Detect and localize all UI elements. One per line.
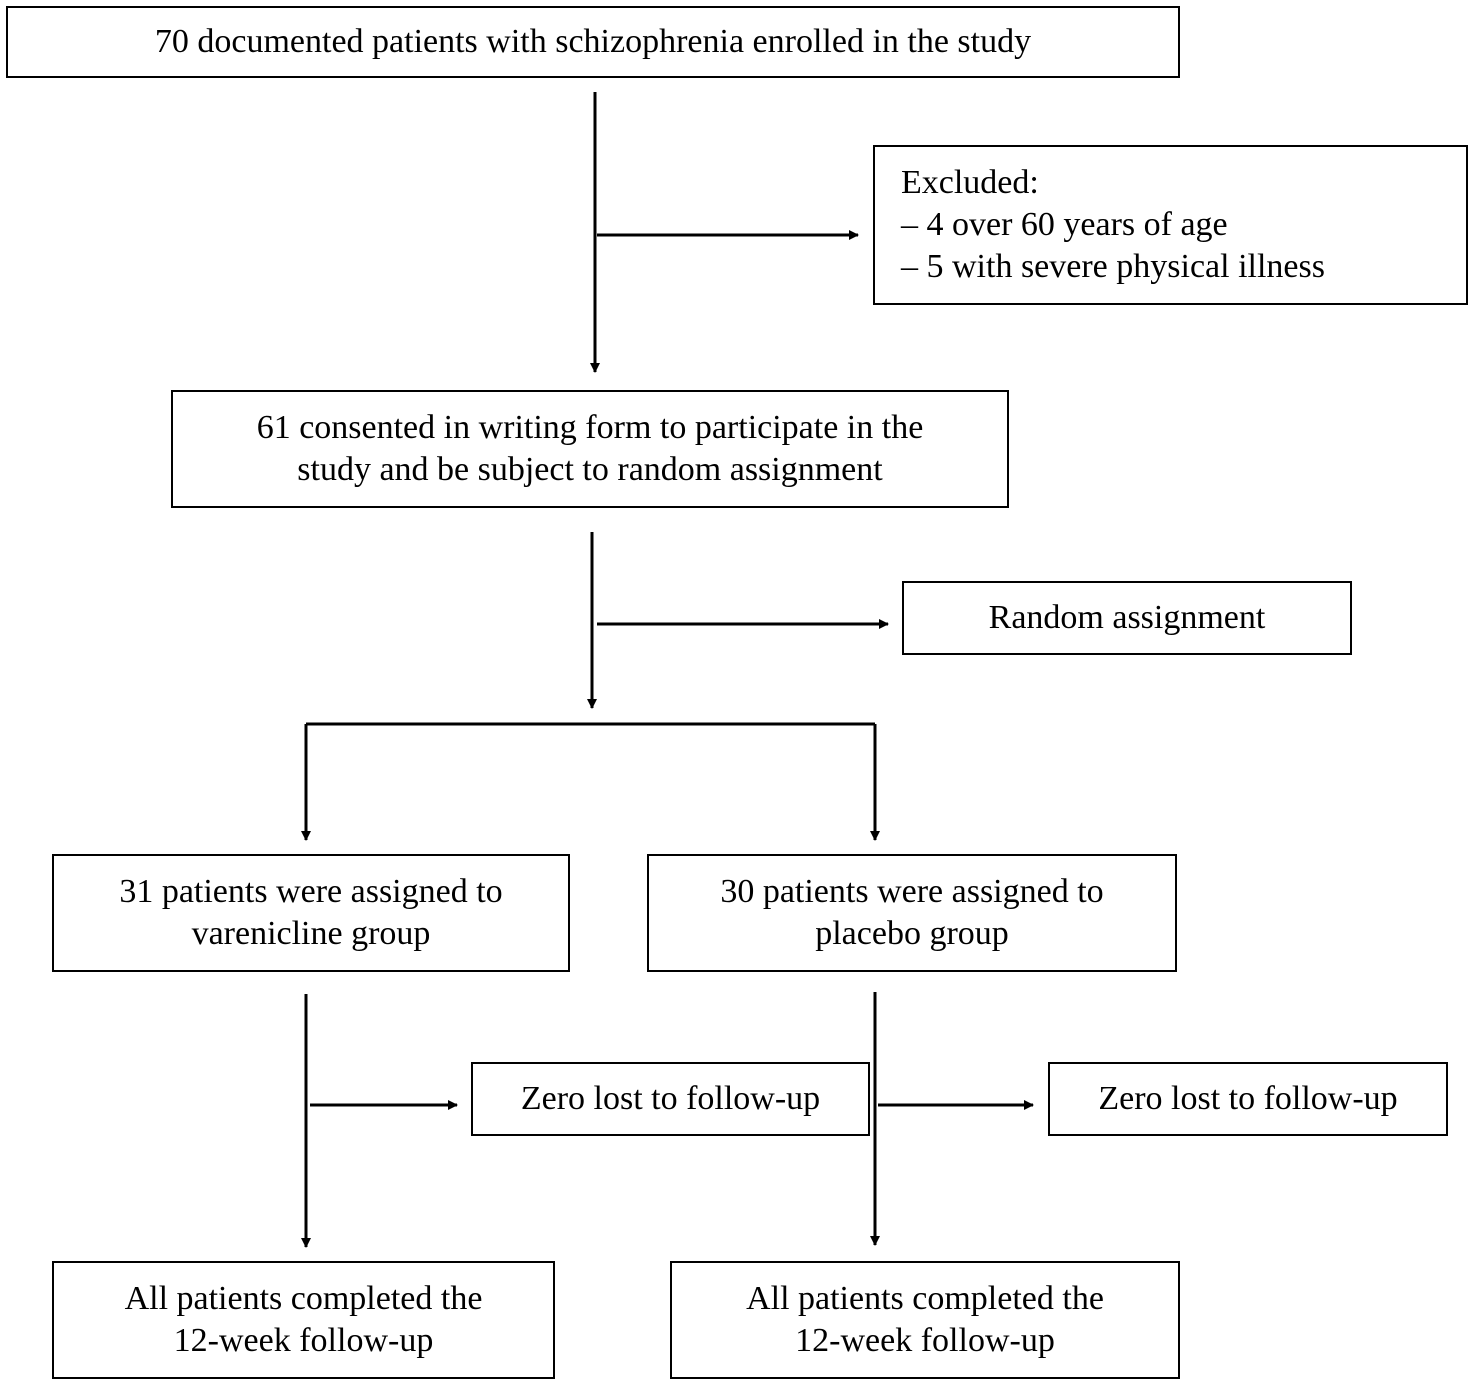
node-excluded-line-3: – 5 with severe physical illness — [901, 248, 1325, 285]
node-consented-line-2: study and be subject to random assignmen… — [297, 451, 883, 488]
node-complete-left-line-1: All patients completed the — [124, 1280, 483, 1317]
node-varenicline-group: 31 patients were assigned to varenicline… — [52, 854, 570, 972]
node-complete-right-line-1: All patients completed the — [746, 1280, 1104, 1317]
node-placebo-line-2: placebo group — [815, 915, 1009, 952]
node-consented: 61 consented in writing form to particip… — [171, 390, 1009, 508]
node-excluded: Excluded: – 4 over 60 years of age – 5 w… — [873, 145, 1468, 305]
node-lost-right-line-1: Zero lost to follow-up — [1098, 1080, 1398, 1117]
node-random-assignment: Random assignment — [902, 581, 1352, 655]
node-lost-right: Zero lost to follow-up — [1048, 1062, 1448, 1136]
node-lost-left-line-1: Zero lost to follow-up — [520, 1080, 821, 1117]
node-varenicline-line-2: varenicline group — [191, 915, 431, 952]
node-random-line-1: Random assignment — [988, 599, 1266, 636]
node-placebo-group: 30 patients were assigned to placebo gro… — [647, 854, 1177, 972]
node-enrolled: 70 documented patients with schizophreni… — [6, 6, 1180, 78]
node-excluded-line-2: – 4 over 60 years of age — [901, 206, 1228, 243]
node-consented-line-1: 61 consented in writing form to particip… — [256, 409, 924, 446]
node-complete-right: All patients completed the 12-week follo… — [670, 1261, 1180, 1379]
node-excluded-line-1: Excluded: — [901, 164, 1039, 201]
node-lost-left: Zero lost to follow-up — [471, 1062, 870, 1136]
node-complete-left-line-2: 12-week follow-up — [173, 1322, 434, 1359]
node-complete-right-line-2: 12-week follow-up — [795, 1322, 1055, 1359]
node-varenicline-line-1: 31 patients were assigned to — [119, 873, 503, 910]
node-placebo-line-1: 30 patients were assigned to — [720, 873, 1104, 910]
node-enrolled-line-1: 70 documented patients with schizophreni… — [154, 23, 1032, 60]
node-complete-left: All patients completed the 12-week follo… — [52, 1261, 555, 1379]
